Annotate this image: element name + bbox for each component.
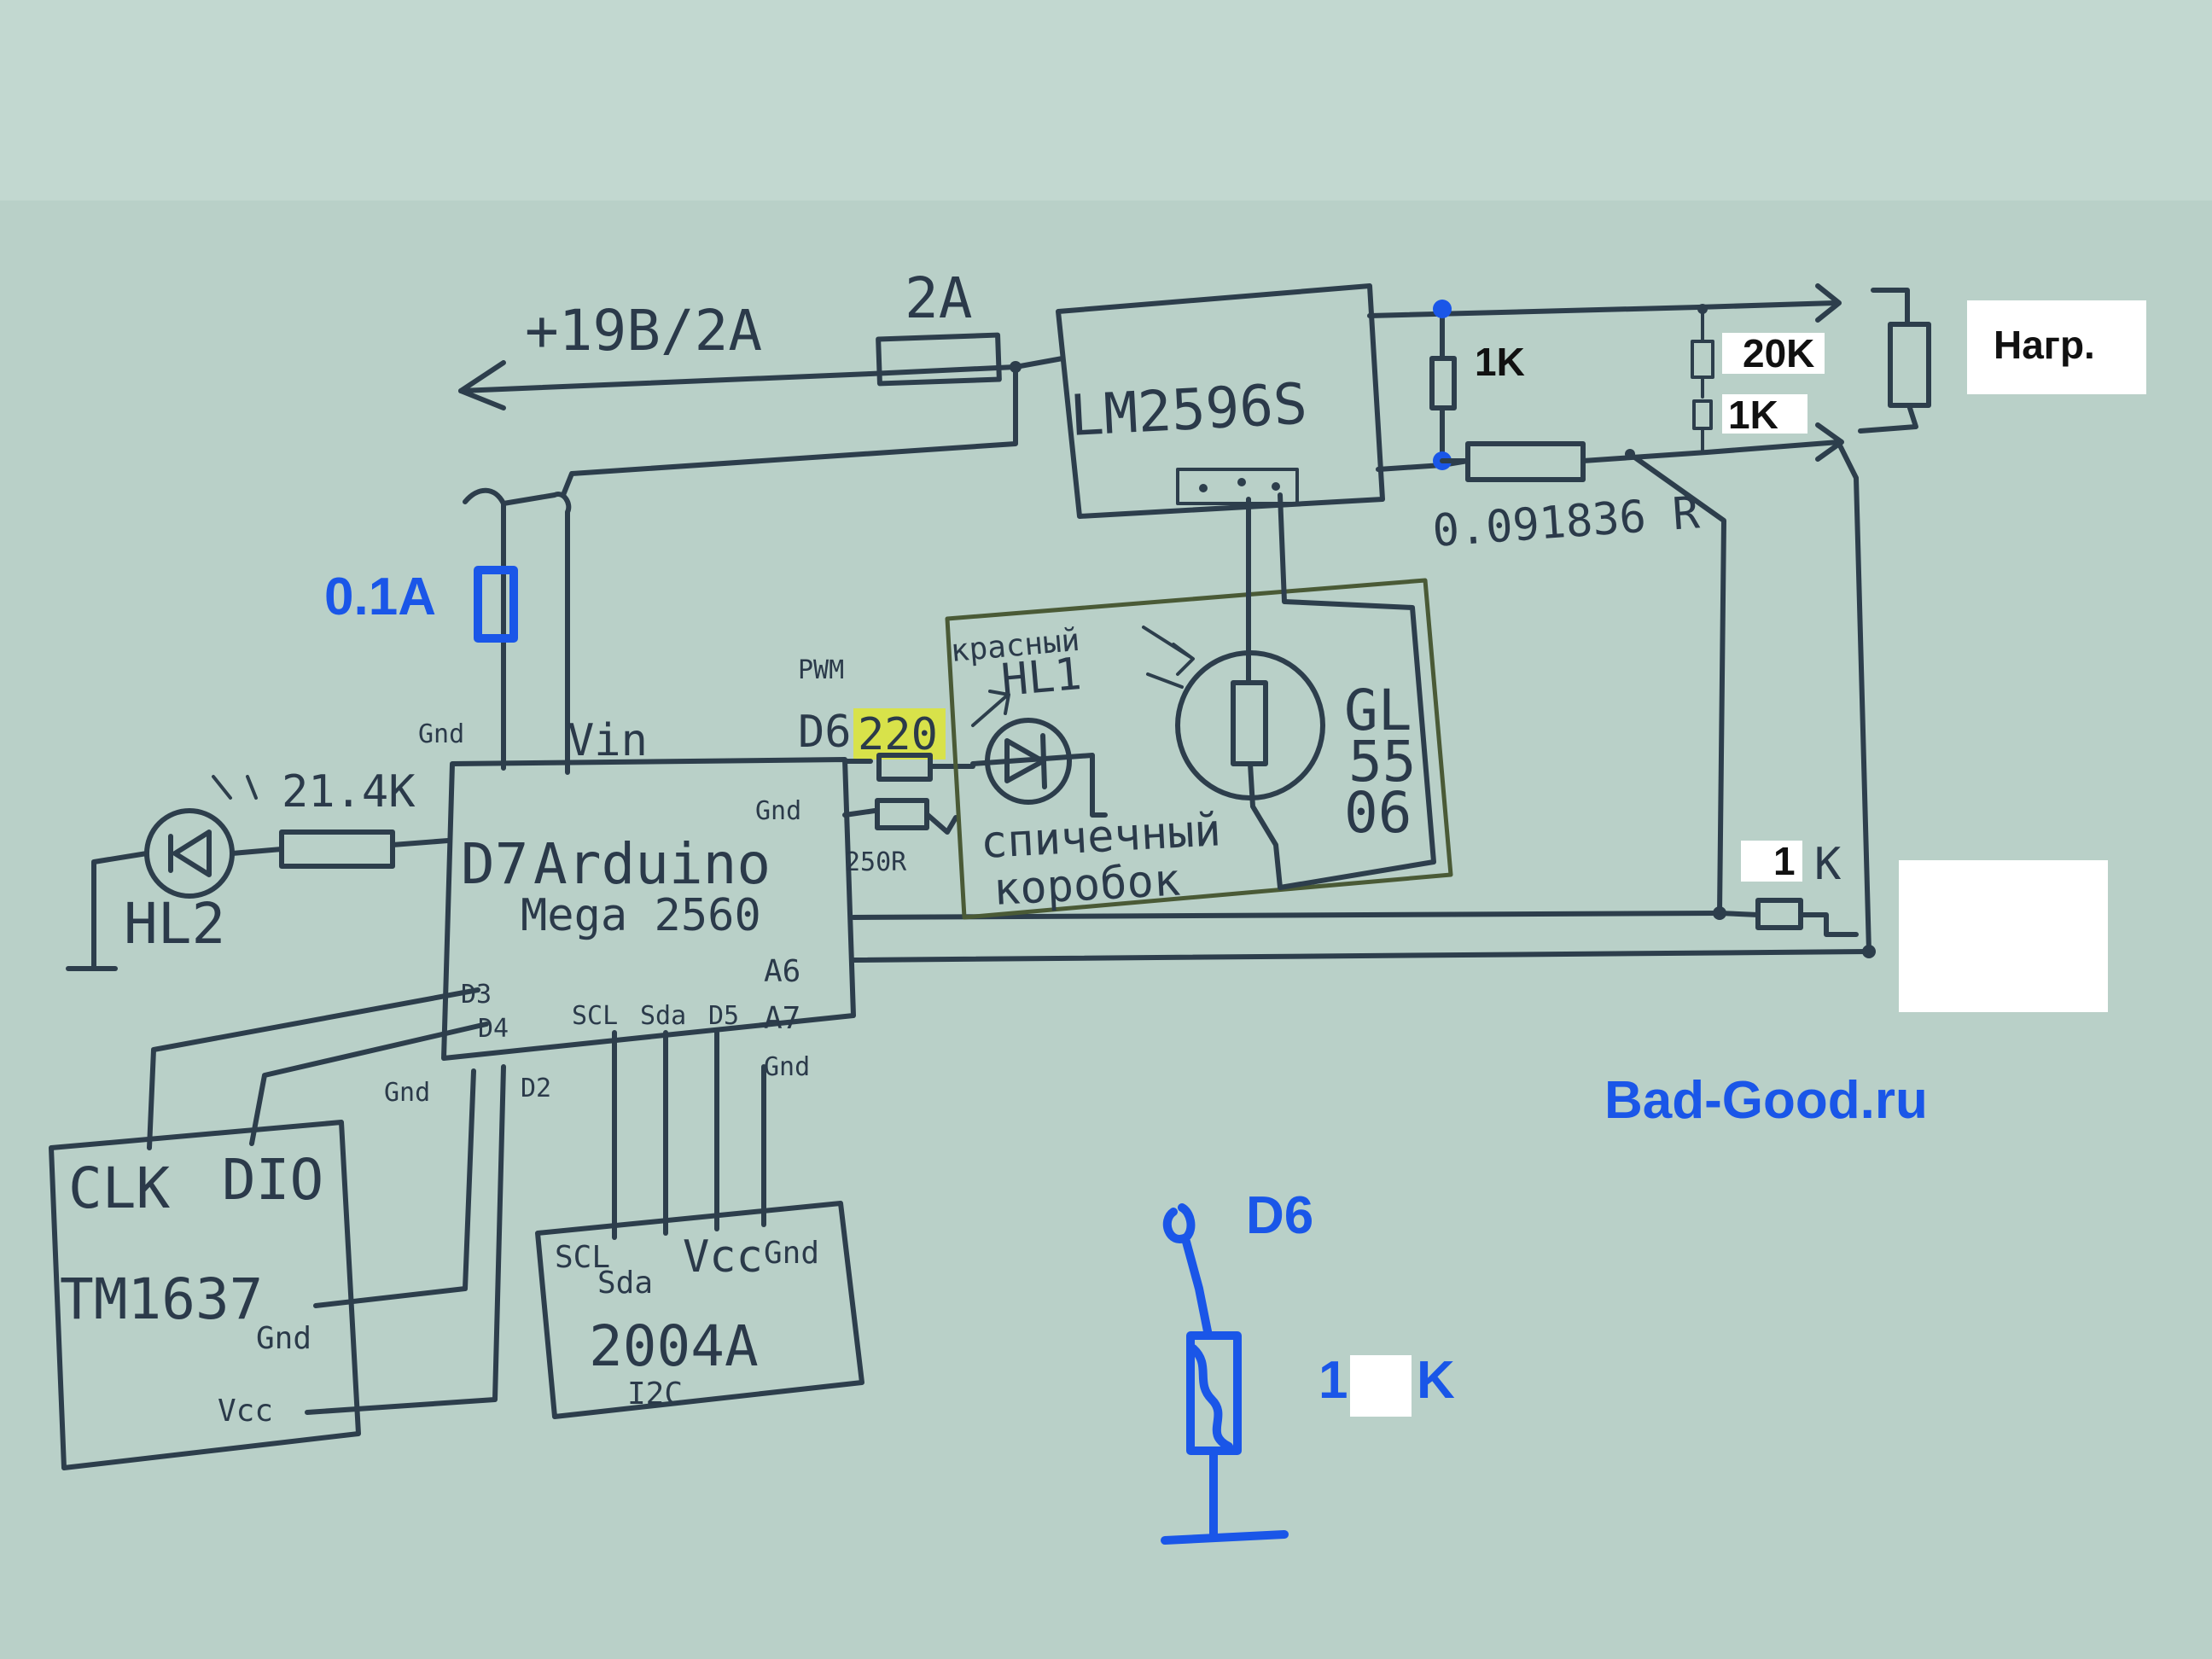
load-label: Нагр. xyxy=(1994,323,2095,367)
load-label-bg xyxy=(1967,300,2146,394)
matchbox-box xyxy=(945,578,1453,920)
photoresistor-label-55: 55 xyxy=(1348,729,1416,795)
pin-gnd-left-label: Gnd xyxy=(384,1078,430,1108)
regulator-label: LM2596S xyxy=(1068,371,1309,449)
tm1637-gnd-label: Gnd xyxy=(256,1321,311,1356)
lcd-bus-label: I2C xyxy=(627,1377,683,1412)
pin-d4-label: D4 xyxy=(478,1014,509,1044)
fuse-main-label: 2А xyxy=(905,265,972,331)
pin-gnd-top-label: Gnd xyxy=(418,719,464,749)
supply-label: +19В/2А xyxy=(525,298,762,364)
pin-gnd-mid-label: Gnd xyxy=(755,796,801,826)
matchbox-label-1: спичечный xyxy=(980,805,1223,869)
pin-d7-label: D7 xyxy=(461,831,528,897)
resistor-1k-top xyxy=(1429,300,1457,470)
tm1637-vcc-label: Vcc xyxy=(218,1394,273,1429)
lcd-2004a-box xyxy=(535,1030,864,1419)
arduino-label-1: Arduino xyxy=(533,831,771,897)
pin-d2-label: D2 xyxy=(521,1074,551,1103)
lcd-scl-label: SCL xyxy=(555,1240,610,1275)
divider-20k-1k xyxy=(1691,304,1714,454)
resistor-20k-label: 20K xyxy=(1743,331,1814,375)
lcd-gnd-label: Gnd xyxy=(764,1236,819,1271)
r220-highlight xyxy=(853,708,946,760)
resistor-1k-mid-label: 1K xyxy=(1728,393,1778,437)
photoresistor-label-gl: GL xyxy=(1344,678,1412,743)
supply-line xyxy=(458,360,1018,410)
redacted-box xyxy=(1899,860,2108,1012)
pin-d5-label: D5 xyxy=(708,1001,739,1031)
r1k-mid-label-bg xyxy=(1722,394,1807,434)
tm1637-box xyxy=(49,987,506,1470)
fuse-arduino xyxy=(474,566,518,643)
inset-redaction xyxy=(1350,1355,1412,1417)
resistor-1k-top-label: 1K xyxy=(1475,340,1525,384)
pwm-label: PWM xyxy=(798,655,844,685)
inset-resistor-unit: K xyxy=(1417,1351,1455,1410)
led-hl1-label: HL1 xyxy=(999,649,1084,707)
pin-a6-label: A6 xyxy=(764,954,800,989)
resistor-21k xyxy=(279,830,395,869)
lcd-name-label: 2004A xyxy=(589,1313,759,1379)
fuse-arduino-label: 0.1A xyxy=(324,568,436,626)
lcd-sda-label: Sda xyxy=(597,1266,653,1301)
led-hl2-label: HL2 xyxy=(124,891,225,957)
pin-d6-label: D6 xyxy=(798,707,852,758)
resistor-220-label: 220 xyxy=(858,709,938,760)
tm1637-clk-label: CLK xyxy=(68,1155,170,1221)
paper-top-strip xyxy=(0,0,2212,201)
photoresistor-gl5506 xyxy=(1142,492,1436,890)
arduino-label-2: Mega 2560 xyxy=(521,890,761,941)
led-hl1 xyxy=(970,690,1108,818)
fuse-main xyxy=(876,332,1002,387)
pin-sda-label: Sda xyxy=(640,1001,686,1031)
resistor-21k-label: 21.4K xyxy=(282,766,416,818)
pin-gnd-right-label: Gnd xyxy=(764,1052,810,1082)
tm1637-name-label: TM1637 xyxy=(60,1266,263,1332)
inset-pin-label: D6 xyxy=(1246,1186,1313,1245)
led-hl2 xyxy=(66,775,284,971)
resistor-250r-label: 250R xyxy=(845,847,907,877)
pin-scl-label: SCL xyxy=(572,1001,618,1031)
regulator-box xyxy=(1056,283,1385,519)
tm1637-dio-label: DIO xyxy=(222,1147,323,1213)
lcd-vcc-label: Vcc xyxy=(683,1231,763,1283)
inset-pulldown xyxy=(1161,1203,1289,1545)
resistor-1k-low xyxy=(1713,898,1876,958)
r1k-low-label-bg xyxy=(1741,841,1802,882)
resistor-1k-low-label-unit: K xyxy=(1814,839,1842,890)
photoresistor-label-06: 06 xyxy=(1344,780,1412,846)
site-watermark: Bad-Good.ru xyxy=(1604,1071,1928,1130)
matchbox-label-2: коробок xyxy=(992,855,1182,916)
resistor-1k-low-label-num: 1 xyxy=(1773,839,1796,883)
inset-resistor-num: 1 xyxy=(1318,1351,1348,1410)
load-resistor xyxy=(1858,288,1931,434)
pin-a7-label: A7 xyxy=(764,1001,800,1036)
r20k-label-bg xyxy=(1722,333,1825,374)
pin-vin-label: Vin xyxy=(568,715,648,766)
arduino-box xyxy=(441,757,856,1061)
